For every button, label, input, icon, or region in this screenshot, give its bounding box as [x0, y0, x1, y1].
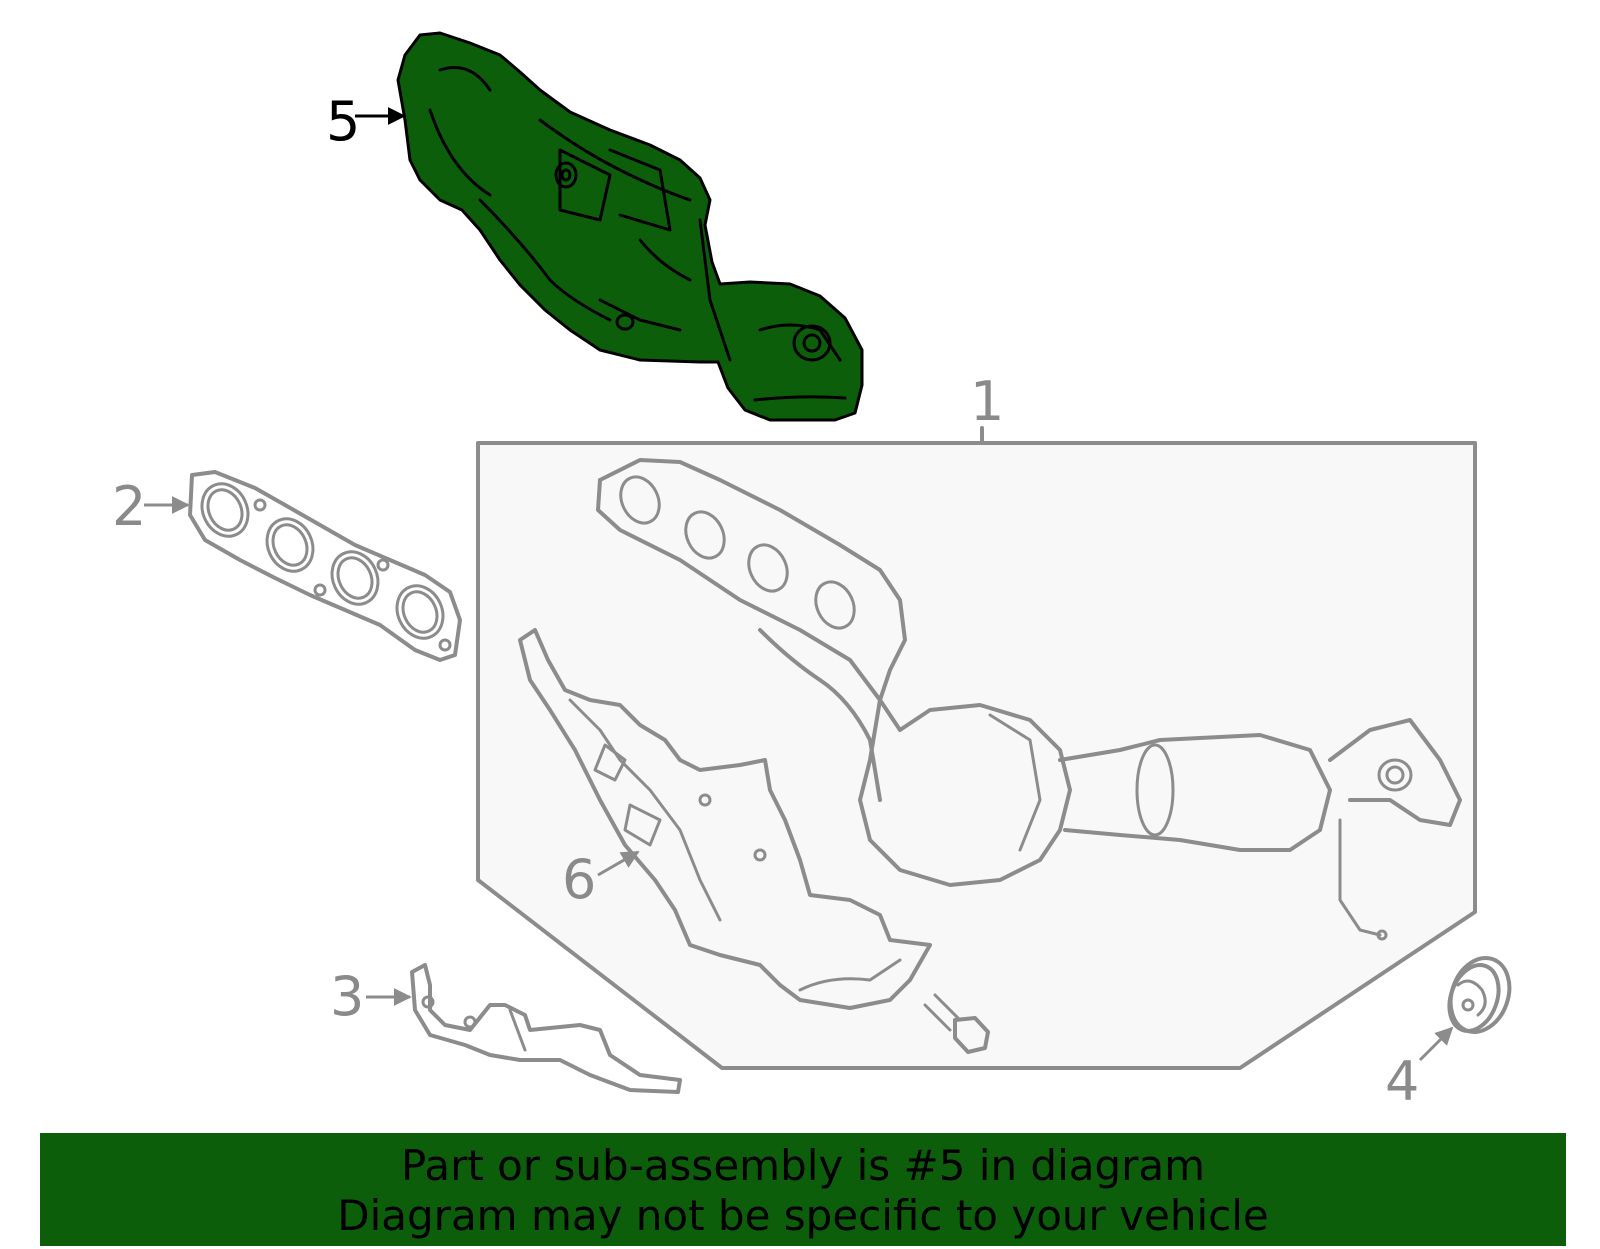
assembly-1-outline — [476, 426, 1477, 1070]
banner-line-2: Diagram may not be specific to your vehi… — [337, 1191, 1269, 1240]
banner-line-1: Part or sub-assembly is #5 in diagram — [400, 1141, 1206, 1190]
part-4-hanger[interactable] — [1441, 950, 1520, 1041]
part-6-heat-shield[interactable] — [518, 628, 932, 1010]
arrow-4 — [1418, 1026, 1454, 1062]
arrow-6 — [597, 850, 640, 877]
part-2-gasket[interactable] — [188, 470, 462, 662]
info-banner: Part or sub-assembly is #5 in diagram Di… — [40, 1133, 1566, 1246]
part-5-heat-shield[interactable] — [396, 31, 864, 422]
callout-3[interactable]: 3 — [330, 965, 364, 1028]
bolt[interactable] — [923, 993, 990, 1054]
part-3-bracket[interactable] — [410, 963, 682, 1094]
part-1-exhaust-manifold[interactable] — [596, 458, 1462, 941]
callout-1[interactable]: 1 — [970, 370, 1004, 433]
callout-arrows — [144, 107, 1454, 1062]
callout-6[interactable]: 6 — [562, 848, 596, 911]
callout-4[interactable]: 4 — [1385, 1050, 1419, 1113]
callout-5[interactable]: 5 — [326, 90, 360, 153]
callout-2[interactable]: 2 — [112, 475, 146, 538]
